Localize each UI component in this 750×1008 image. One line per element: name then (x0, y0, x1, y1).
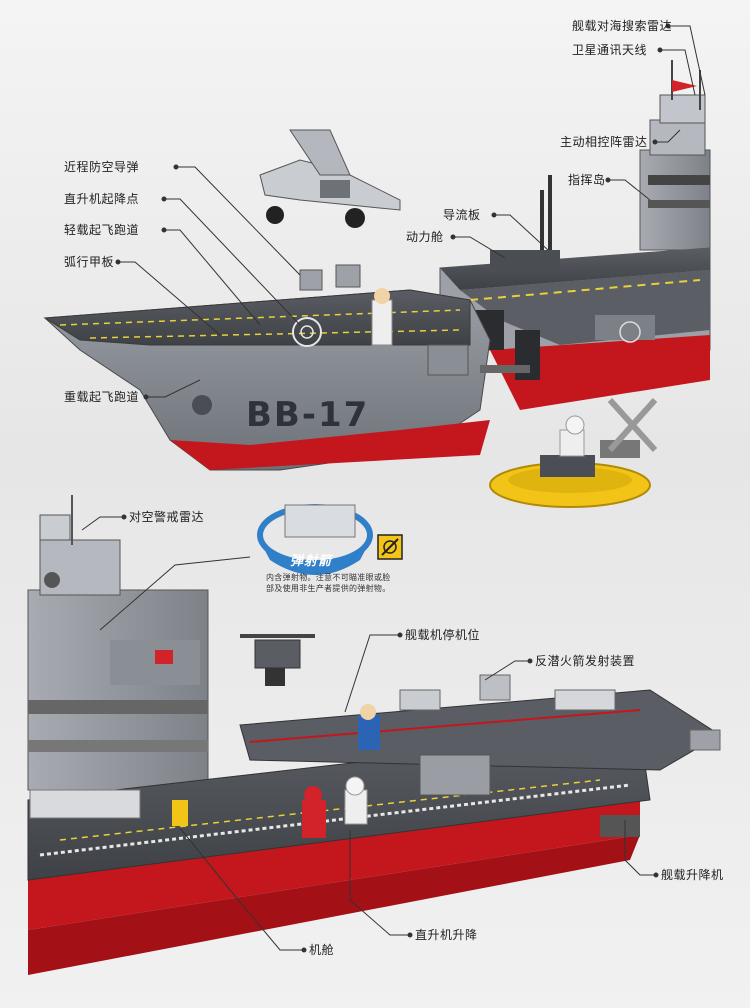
label-heavy-takeoff-runway: 重载起飞跑道 (64, 390, 140, 404)
parked-helicopter (419, 754, 491, 796)
bow-section (43, 264, 530, 471)
lower-flight-deck (27, 674, 721, 975)
lower-island (27, 495, 209, 791)
command-island-structure (639, 60, 711, 251)
launcher-badge-label: 弹射箭 (290, 554, 333, 569)
sailor-figure (371, 299, 393, 346)
crew-figure-red (302, 800, 326, 838)
label-carrier-aircraft-parking: 舰载机停机位 (405, 628, 481, 642)
label-air-warning-radar: 对空警戒雷达 (129, 510, 205, 524)
label-helicopter-landing-point: 直升机起降点 (64, 192, 140, 206)
label-helicopter-lift: 直升机升降 (415, 928, 478, 942)
crew-figure-yellow (172, 800, 188, 826)
emblem-icon (155, 650, 173, 664)
warning-line-1: 内含弹射物。注意不可瞄准眼或脸 (266, 573, 391, 582)
label-active-phased-array-radar: 主动相控阵雷达 (560, 135, 648, 149)
label-satellite-antenna: 卫星通讯天线 (572, 43, 648, 57)
label-command-island: 指挥岛 (568, 173, 606, 187)
launcher-badge (257, 504, 403, 575)
small-helicopter (240, 634, 315, 686)
label-carrier-elevator: 舰载升降机 (661, 868, 724, 882)
label-power-cabin: 动力舱 (406, 230, 444, 244)
label-light-takeoff-runway: 轻载起飞跑道 (64, 223, 140, 237)
leader-lines (81, 23, 706, 953)
label-deflector: 导流板 (443, 208, 481, 222)
rear-deck-section (439, 175, 711, 410)
warning-line-2: 部及使用非生产者提供的弹射物。 (266, 584, 391, 593)
fighter-jet (259, 129, 401, 228)
label-anti-sub-rocket-launcher: 反潜火箭发射装置 (535, 654, 636, 668)
rescue-boat (489, 397, 658, 508)
label-hangar: 机舱 (309, 943, 335, 957)
parked-jet (29, 789, 141, 819)
hull-number: BB-17 (246, 395, 370, 435)
crew-figure-blue (358, 715, 380, 750)
flag-icon (672, 80, 697, 92)
label-short-range-missile: 近程防空导弹 (64, 160, 140, 174)
label-carrier-surface-radar: 舰载对海搜索雷达 (572, 19, 673, 33)
label-arc-deck: 弧行甲板 (64, 255, 115, 269)
